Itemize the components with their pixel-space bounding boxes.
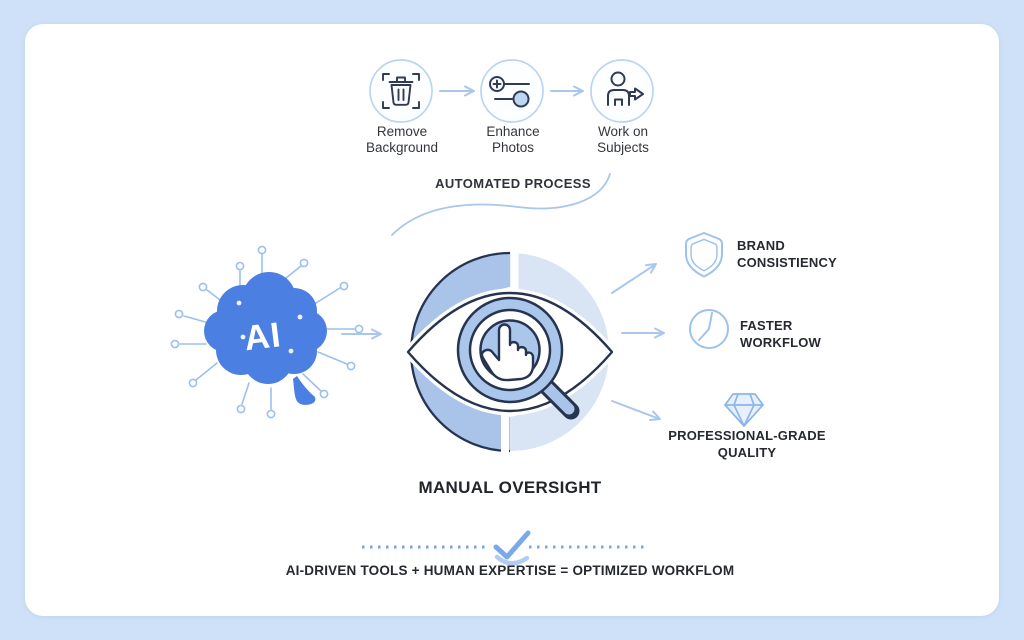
hand-cursor-icon	[480, 323, 535, 382]
manual-oversight-title: MANUAL OVERSIGHT	[418, 478, 602, 497]
shield-icon	[685, 232, 723, 278]
benefit-label-faster-workflow: FASTER WORKFLOW	[740, 318, 822, 350]
step-label-enhance-photos: Enhance Photos	[486, 124, 540, 156]
diamond-icon	[724, 393, 764, 427]
brain-to-eye-arrow	[341, 328, 382, 340]
automated-swoosh-line	[391, 173, 611, 236]
benefit-label-brand-consistency: BRAND CONSISTIENCY	[737, 238, 837, 270]
ai-label: AI	[242, 315, 283, 358]
checkmark-icon	[493, 530, 531, 566]
clock-icon	[689, 309, 729, 349]
benefit-arrows	[611, 263, 665, 421]
eye-magnifier-hand-icon	[402, 242, 618, 458]
trash-crop-icon	[382, 73, 420, 109]
step-arrows	[439, 85, 584, 97]
formula-text: AI-DRIVEN TOOLS + HUMAN EXPERTISE = OPTI…	[285, 563, 735, 578]
step-circles	[369, 59, 654, 123]
step-label-work-on-subjects: Work on Subjects	[597, 124, 649, 156]
automated-process-title: AUTOMATED PROCESS	[435, 176, 591, 191]
benefit-label-professional-grade-quality: PROFESSIONAL-GRADE QUALITY	[668, 428, 826, 460]
sliders-icon	[489, 76, 530, 108]
brain-circuit-icon: AI	[170, 245, 364, 419]
step-label-remove-background: Remove Background	[365, 124, 439, 156]
person-arrow-icon	[607, 71, 644, 106]
